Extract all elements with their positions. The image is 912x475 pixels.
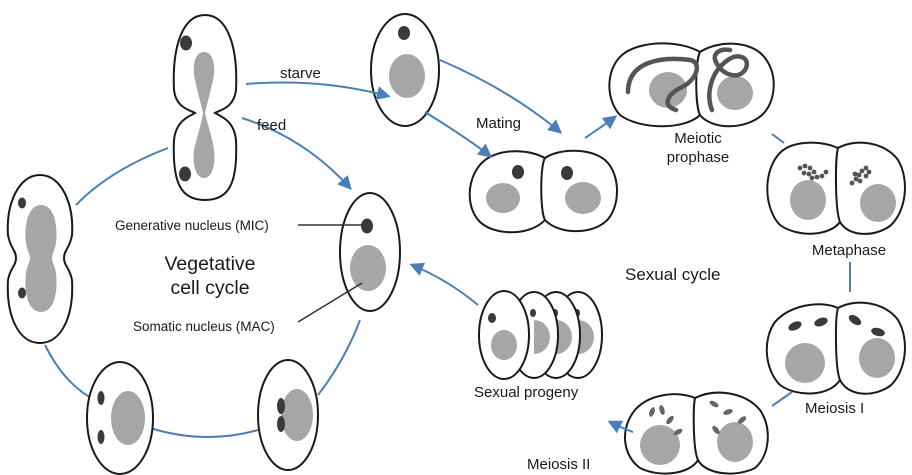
mating-mic-right	[561, 166, 573, 180]
mac-pointer-line	[298, 283, 362, 322]
progeny-mic-1	[488, 313, 496, 323]
meiosis-two-mac-right	[717, 422, 753, 462]
label-feed: feed	[257, 117, 286, 134]
metaphase-mac-right	[860, 184, 896, 222]
cycle-arc-top-left	[76, 148, 168, 205]
meiosis-two-mac-left	[640, 425, 680, 465]
arrow-meiosis1-to-meiosis2	[772, 392, 792, 406]
arrow-starve	[246, 83, 388, 97]
label-meiosis-1: Meiosis I	[805, 400, 864, 417]
meiosis-one-mac-right	[859, 338, 895, 378]
cycle-arc-left	[45, 345, 95, 400]
meiosis-one-pair	[767, 303, 905, 394]
arrow-progeny-to-vegetative	[412, 265, 478, 305]
labeled-macronucleus	[350, 245, 386, 291]
label-prophase: prophase	[667, 149, 730, 166]
bottom-left-mic-bottom	[98, 430, 105, 444]
label-meiotic: Meiotic	[674, 130, 722, 147]
dividing-cell-horizontal	[8, 175, 72, 343]
vegetative-cell-labeled	[298, 193, 400, 322]
sexual-progeny-stack	[479, 291, 602, 379]
progeny-mac-1	[491, 330, 517, 360]
mating-mic-left	[512, 165, 524, 179]
label-sexual-progeny: Sexual progeny	[474, 384, 579, 401]
starved-macronucleus	[389, 54, 425, 98]
labeled-micronucleus	[361, 219, 373, 234]
vegetative-cell-bottom-right	[258, 360, 318, 470]
bottom-left-mic-top	[98, 391, 105, 405]
mating-pair	[470, 151, 617, 233]
horizontal-dividing-macronucleus	[25, 205, 56, 312]
label-sexual-cycle: Sexual cycle	[625, 265, 720, 284]
label-somatic-nucleus: Somatic nucleus (MAC)	[133, 319, 275, 334]
cycle-arc-right	[318, 320, 360, 395]
bottom-left-macronucleus	[111, 391, 145, 445]
bottom-right-mic-a	[277, 398, 285, 414]
arrow-mating-to-prophase	[585, 117, 615, 138]
mating-mac-left	[486, 183, 520, 213]
meiosis-one-mac-left	[785, 343, 825, 383]
meiotic-prophase-pair	[609, 43, 773, 126]
dividing-micronucleus-top	[180, 36, 192, 51]
progeny-mic-2	[530, 309, 536, 317]
cycle-arc-bottom	[150, 428, 258, 437]
bottom-right-macronucleus	[281, 389, 313, 441]
label-mating: Mating	[476, 115, 521, 132]
label-generative-nucleus: Generative nucleus (MIC)	[115, 218, 269, 233]
label-vegetative: Vegetative	[164, 253, 255, 275]
prophase-mac-right	[717, 76, 753, 110]
label-meiosis-2: Meiosis II	[527, 456, 590, 473]
dividing-cell-vertical	[174, 15, 236, 200]
dividing-micronucleus-bottom	[179, 167, 191, 182]
arrow-prophase-to-metaphase	[772, 134, 784, 143]
metaphase-mac-left	[790, 180, 826, 220]
bottom-right-mic-b	[277, 416, 285, 432]
label-metaphase: Metaphase	[812, 242, 886, 259]
horizontal-dividing-mic-top	[18, 198, 26, 209]
starved-micronucleus	[398, 26, 410, 40]
starved-cell	[371, 14, 439, 126]
vegetative-cell-bottom-left	[87, 362, 153, 474]
mating-mac-right	[565, 182, 601, 214]
label-cell-cycle: cell cycle	[170, 277, 249, 299]
metaphase-pair	[767, 143, 905, 234]
meiosis-two-pair	[625, 393, 768, 474]
horizontal-dividing-mic-bottom	[18, 288, 26, 299]
label-starve: starve	[280, 65, 321, 82]
